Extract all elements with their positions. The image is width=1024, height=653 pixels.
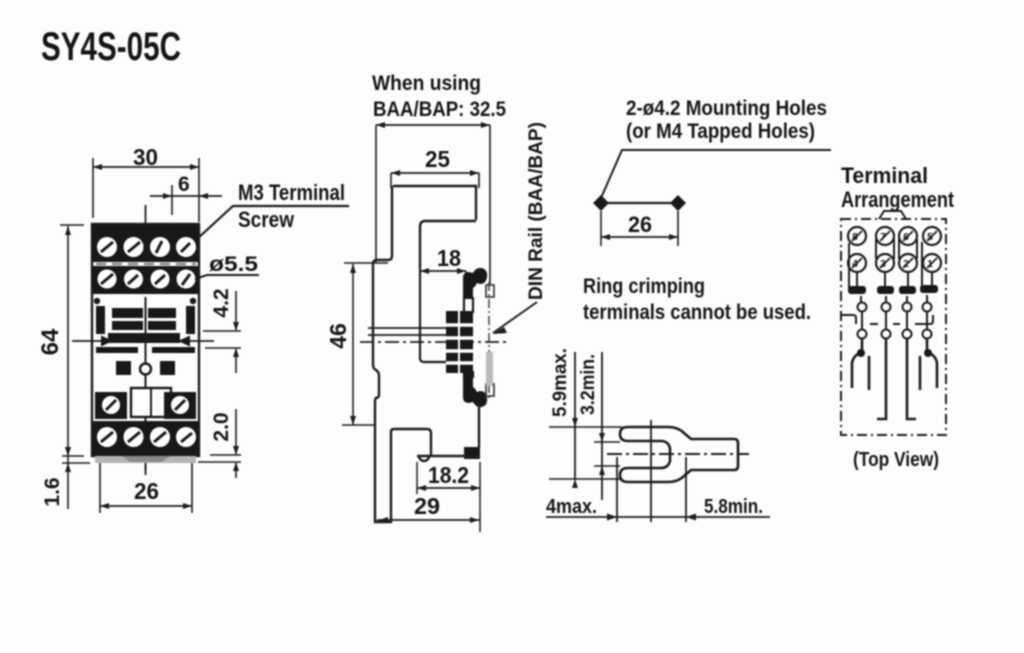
svg-text:(Top View): (Top View) (853, 449, 939, 471)
svg-text:4.2: 4.2 (210, 288, 233, 317)
svg-text:4max.: 4max. (546, 496, 597, 518)
svg-text:2: 2 (903, 259, 909, 270)
svg-text:64: 64 (37, 328, 64, 355)
svg-text:SY4S-05C: SY4S-05C (41, 25, 181, 69)
svg-text:(or M4 Tapped Holes): (or M4 Tapped Holes) (626, 120, 815, 143)
svg-text:5.9max.: 5.9max. (549, 348, 571, 417)
svg-text:4: 4 (852, 259, 858, 270)
svg-text:30: 30 (133, 144, 158, 170)
svg-text:7: 7 (880, 232, 886, 243)
svg-text:29: 29 (414, 493, 440, 519)
svg-text:5: 5 (927, 232, 933, 243)
svg-text:18: 18 (437, 245, 461, 271)
svg-text:1.6: 1.6 (41, 477, 64, 506)
svg-text:When using: When using (372, 71, 481, 95)
svg-text:3: 3 (880, 259, 886, 270)
svg-text:25: 25 (425, 146, 450, 172)
svg-text:3.2min.: 3.2min. (577, 354, 599, 415)
svg-text:M3 Terminal: M3 Terminal (238, 180, 345, 205)
svg-text:6: 6 (178, 173, 190, 196)
svg-text:Ring crimping: Ring crimping (583, 274, 705, 298)
svg-text:Terminal: Terminal (841, 163, 928, 188)
svg-text:DIN Rail (BAA/BAP): DIN Rail (BAA/BAP) (526, 122, 547, 300)
svg-text:BAA/BAP: 32.5: BAA/BAP: 32.5 (373, 97, 506, 121)
svg-text:18.2: 18.2 (428, 462, 469, 488)
svg-text:Arrangement: Arrangement (841, 187, 955, 212)
svg-text:26: 26 (628, 212, 652, 237)
svg-text:1: 1 (927, 259, 933, 270)
svg-text:Screw: Screw (238, 207, 295, 232)
svg-text:2-ø4.2 Mounting Holes: 2-ø4.2 Mounting Holes (626, 97, 827, 120)
svg-text:46: 46 (325, 323, 351, 349)
svg-text:5.8min.: 5.8min. (704, 496, 763, 518)
svg-text:26: 26 (134, 478, 159, 504)
svg-text:2.0: 2.0 (210, 412, 233, 441)
svg-text:terminals cannot be used.: terminals cannot be used. (583, 300, 811, 324)
svg-text:6: 6 (903, 232, 909, 243)
svg-text:ø5.5: ø5.5 (209, 253, 258, 276)
svg-text:8: 8 (852, 232, 858, 243)
